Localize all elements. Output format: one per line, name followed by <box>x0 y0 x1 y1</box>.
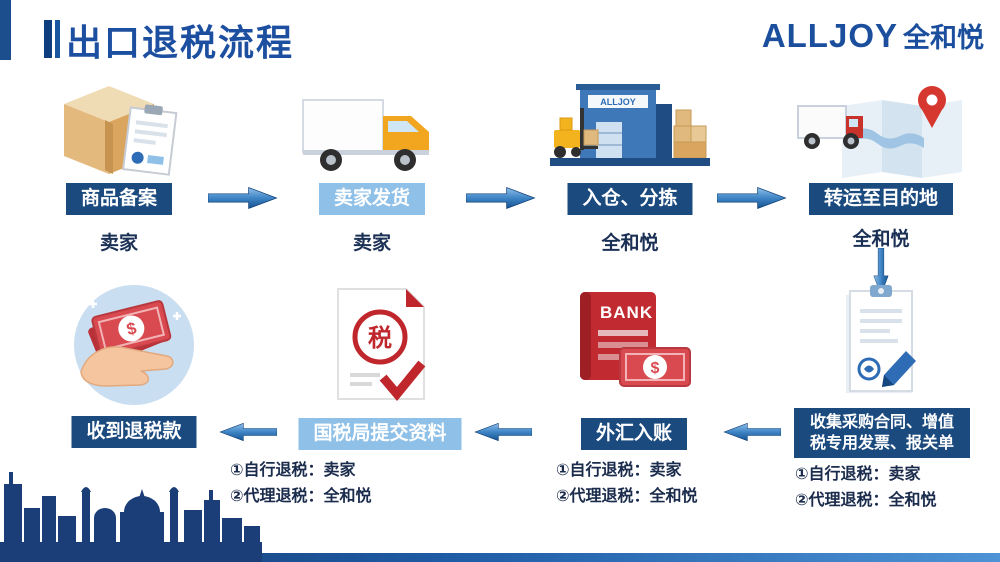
svg-text:$: $ <box>651 360 660 377</box>
actor-label: 卖家 <box>99 233 139 254</box>
note-line: ①自行退税：卖家 <box>795 466 921 483</box>
warehouse-forklift-icon: ALLJOY <box>550 84 710 166</box>
goods-box-icon <box>64 86 178 176</box>
note-line: ②代理退税：全和悦 <box>795 492 937 509</box>
flow-step-label: 卖家发货 <box>318 183 426 215</box>
delivery-truck-icon <box>302 99 429 171</box>
actor-label: 卖家 <box>352 233 392 254</box>
note-line: ①自行退税：卖家 <box>230 462 356 479</box>
flow-step-label: 转运至目的地 <box>808 183 954 215</box>
actor-label: 全和悦 <box>852 229 910 250</box>
page-title: 出口退税流程 <box>66 22 295 63</box>
svg-text:税: 税 <box>368 324 392 352</box>
flow-step-label: 收集采购合同、增值税专用发票、报关单 <box>794 408 970 458</box>
flow-step-label: 外汇入账 <box>580 418 688 450</box>
brand-logo-en: ALLJOY <box>761 17 898 54</box>
refund-notes: ①自行退税：卖家 ②代理退税：全和悦 <box>795 462 937 514</box>
note-line: ②代理退税：全和悦 <box>556 488 698 505</box>
bank-passbook-money-icon: BANK $ <box>580 292 691 387</box>
flow-step-label: 入仓、分拣 <box>567 183 693 215</box>
svg-text:ALLJOY: ALLJOY <box>600 97 636 107</box>
tax-document-icon: 税 <box>337 288 426 402</box>
svg-text:BANK: BANK <box>600 303 653 322</box>
refund-notes: ①自行退税：卖家 ②代理退税：全和悦 <box>556 458 698 510</box>
bottom-accent-bar <box>0 553 1000 562</box>
note-line: ①自行退税：卖家 <box>556 462 682 479</box>
refund-money-hand-icon: $ <box>74 285 194 405</box>
flow-step-label: 国税局提交资料 <box>298 418 462 450</box>
flow-step-label: 收到退税款 <box>71 416 197 448</box>
arrow-left-icon <box>219 422 277 442</box>
corner-accent-bar <box>0 0 11 60</box>
transport-map-pin-icon <box>797 86 962 178</box>
refund-notes: ①自行退税：卖家 ②代理退税：全和悦 <box>230 458 372 510</box>
arrow-left-icon <box>474 422 532 442</box>
purchase-documents-icon <box>846 285 916 393</box>
city-skyline-graphic <box>0 472 262 562</box>
brand-logo-cn: 全和悦 <box>903 23 984 53</box>
brand-logo: ALLJOY 全和悦 <box>762 16 984 55</box>
arrow-right-icon <box>717 186 787 210</box>
actor-label: 全和悦 <box>601 233 659 254</box>
note-line: ②代理退税：全和悦 <box>230 488 372 505</box>
arrow-left-icon <box>723 422 781 442</box>
arrow-right-icon <box>466 186 536 210</box>
flow-step-label: 商品备案 <box>65 183 173 215</box>
title-accent-bars <box>44 20 60 58</box>
arrow-right-icon <box>208 186 278 210</box>
